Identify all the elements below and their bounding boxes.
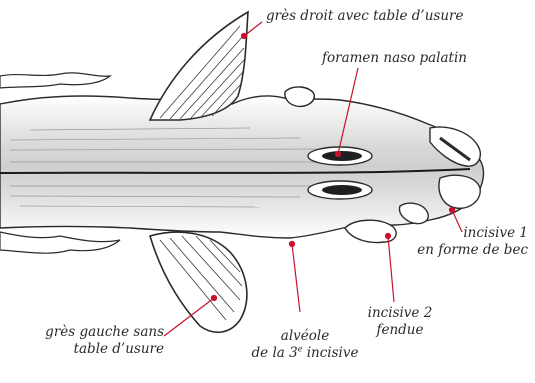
label-incisive-1-line2: en forme de bec bbox=[410, 242, 528, 259]
label-gres-gauche: grès gauche sans table d’usure bbox=[14, 324, 164, 358]
label-incisive-1: incisive 1 en forme de bec bbox=[410, 225, 528, 259]
label-alveole-line2-pre: de la 3 bbox=[252, 345, 298, 361]
label-foramen: foramen naso palatin bbox=[322, 50, 467, 67]
label-alveole: alvéole de la 3e incisive bbox=[240, 328, 370, 362]
label-alveole-line1: alvéole bbox=[240, 328, 370, 345]
label-alveole-line2: de la 3e incisive bbox=[240, 345, 370, 362]
gres-left-shape bbox=[150, 232, 247, 332]
label-alveole-line2-post: incisive bbox=[302, 345, 358, 361]
label-gres-gauche-line1: grès gauche sans bbox=[14, 324, 164, 341]
label-gres-gauche-line2: table d’usure bbox=[14, 341, 164, 358]
label-incisive-1-line1: incisive 1 bbox=[410, 225, 528, 242]
label-incisive-2-line1: incisive 2 bbox=[350, 305, 450, 322]
label-gres-droit: grès droit avec table d’usure bbox=[266, 8, 463, 25]
label-foramen-text: foramen naso palatin bbox=[322, 50, 467, 67]
label-gres-droit-text: grès droit avec table d’usure bbox=[266, 8, 463, 25]
